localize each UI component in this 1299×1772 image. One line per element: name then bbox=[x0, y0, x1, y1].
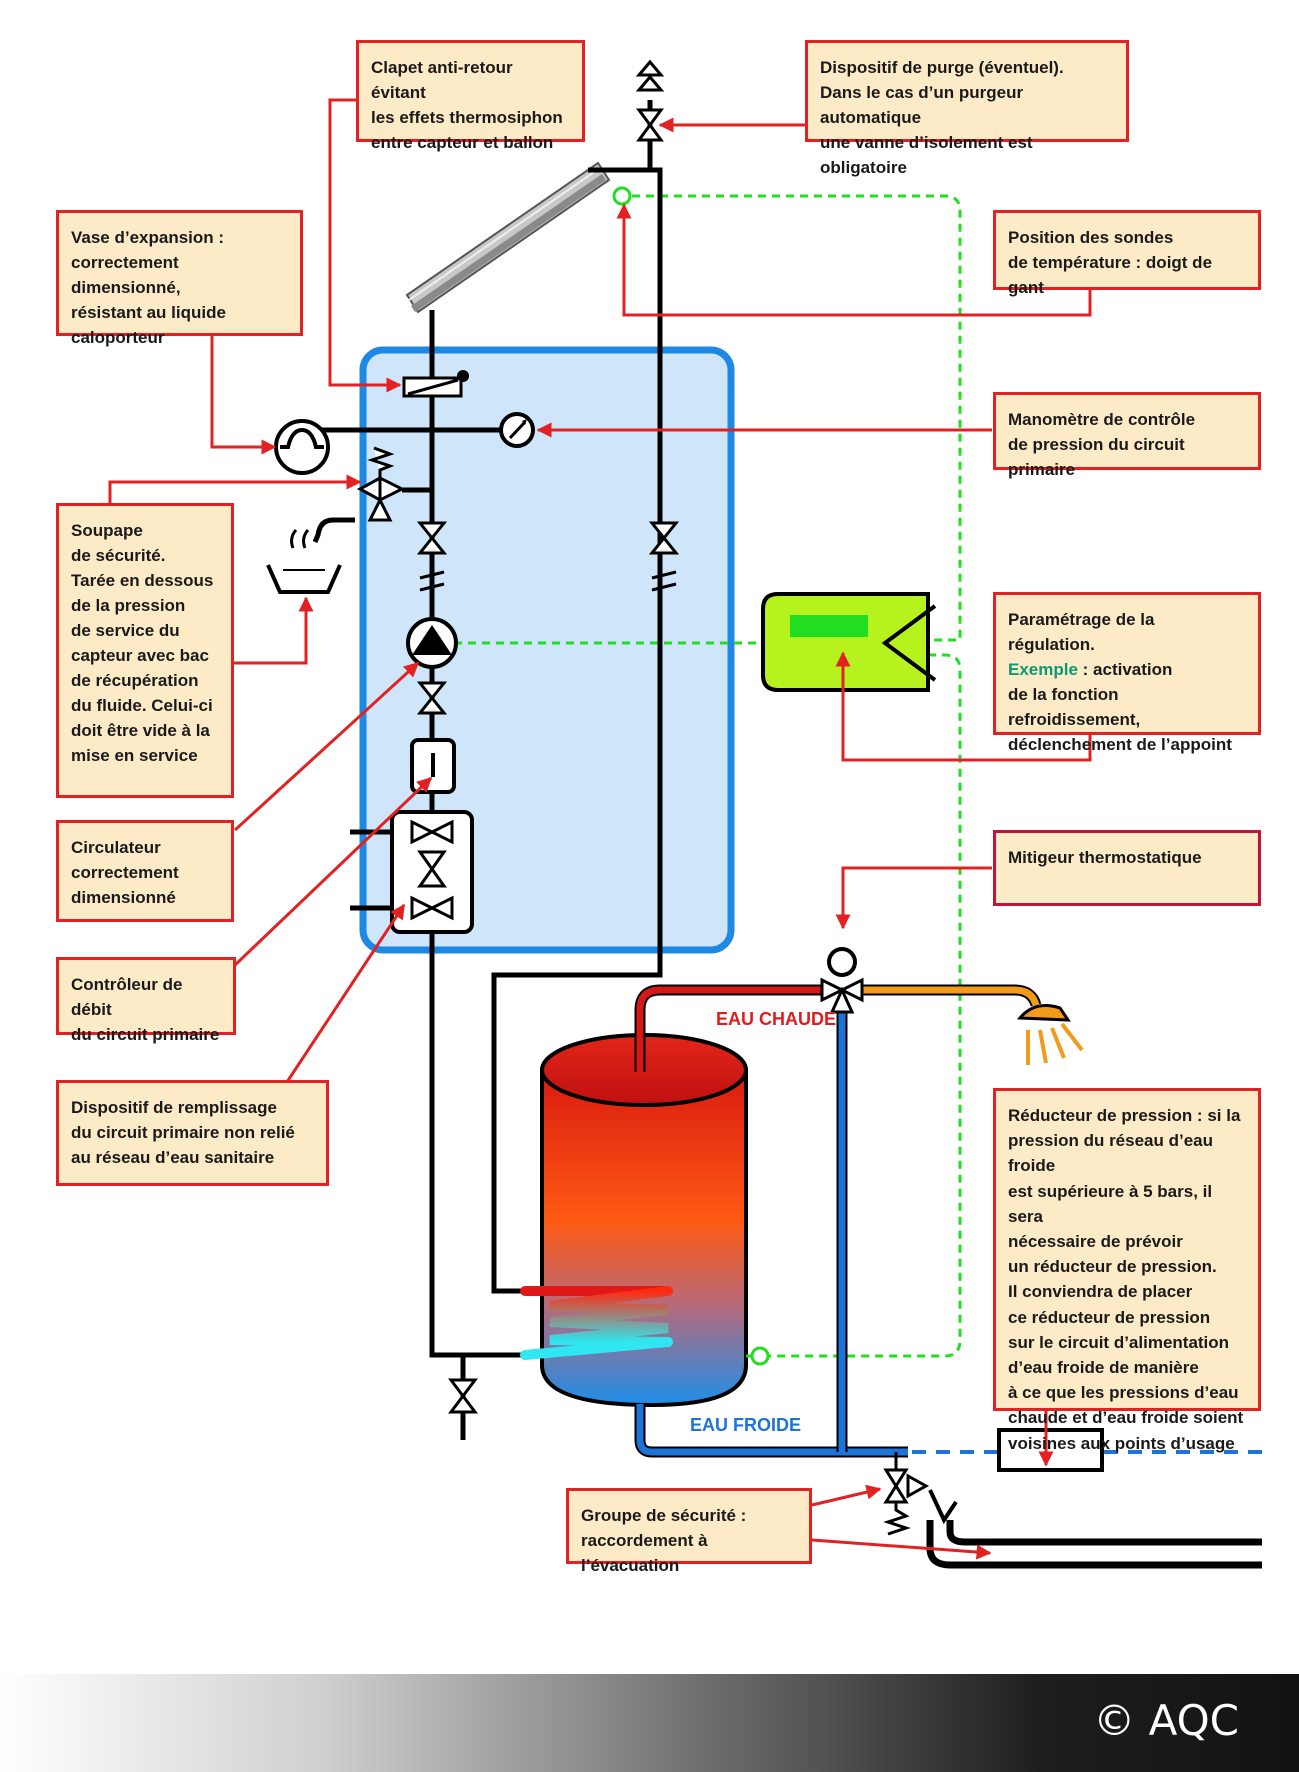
shower-head-icon bbox=[1016, 1004, 1084, 1065]
callout-controleur: Contrôleur de débit du circuit primaire bbox=[56, 957, 236, 1044]
drain-valve-icon bbox=[448, 1378, 478, 1414]
heat-exchanger-coil-icon bbox=[520, 1286, 673, 1360]
label-eau-froide: EAU FROIDE bbox=[690, 1415, 802, 1435]
callout-purge: Dispositif de purge (éventuel). Dans le … bbox=[805, 40, 1129, 177]
check-valve-icon bbox=[402, 370, 469, 398]
isolation-valve-icon bbox=[416, 521, 680, 715]
controller-icon bbox=[761, 592, 937, 692]
solar-collector-icon bbox=[405, 161, 611, 314]
temperature-sensor-icon bbox=[612, 186, 632, 206]
callout-sondes: Position des sondes de température : doi… bbox=[993, 210, 1261, 297]
drain-pipes bbox=[926, 1520, 1262, 1569]
thermostatic-mixer-icon bbox=[820, 947, 864, 1014]
footer-bar: © AQC bbox=[0, 1674, 1299, 1772]
filling-device-icon bbox=[390, 810, 474, 934]
regulation-rest: : activation de la fonction refroidissem… bbox=[1008, 660, 1232, 754]
air-vent-icon bbox=[635, 59, 665, 142]
flow-controller-icon bbox=[410, 738, 456, 794]
recovery-tray-icon bbox=[266, 529, 342, 594]
callout-circulateur: Circulateur correctement dimensionné bbox=[56, 820, 234, 922]
regulation-line1: Paramétrage de la régulation. bbox=[1008, 610, 1155, 654]
copyright-text: © AQC bbox=[1093, 1696, 1239, 1745]
callout-remplissage: Dispositif de remplissage du circuit pri… bbox=[56, 1080, 329, 1186]
callout-vase: Vase d’expansion : correctement dimensio… bbox=[56, 210, 303, 347]
callout-leader-lines bbox=[108, 98, 1092, 1560]
callout-mitigeur: Mitigeur thermostatique bbox=[993, 830, 1261, 906]
callout-regulation: Paramétrage de la régulation. Exemple : … bbox=[993, 592, 1261, 754]
safety-group-icon bbox=[883, 1452, 958, 1536]
callout-soupape: Soupape de sécurité. Tarée en dessous de… bbox=[56, 503, 234, 798]
circulator-pump-icon bbox=[406, 617, 458, 669]
primary-circuit-zone bbox=[359, 346, 735, 954]
callout-securite: Groupe de sécurité : raccordement à l’év… bbox=[566, 1488, 812, 1575]
regulation-exemple: Exemple bbox=[1008, 660, 1078, 679]
tank-sensor-icon bbox=[750, 1346, 770, 1366]
label-eau-chaude: EAU CHAUDE bbox=[716, 1009, 837, 1029]
callout-reducteur: Réducteur de pression : si la pression d… bbox=[993, 1088, 1261, 1453]
callout-clapet: Clapet anti-retour évitant les effets th… bbox=[356, 40, 585, 152]
expansion-vessel-icon bbox=[274, 419, 330, 475]
safety-valve-icon bbox=[356, 446, 406, 522]
sensor-signal-lines bbox=[440, 194, 962, 1358]
callout-manometre: Manomètre de contrôle de pression du cir… bbox=[993, 392, 1261, 479]
pressure-gauge-icon bbox=[499, 412, 535, 448]
